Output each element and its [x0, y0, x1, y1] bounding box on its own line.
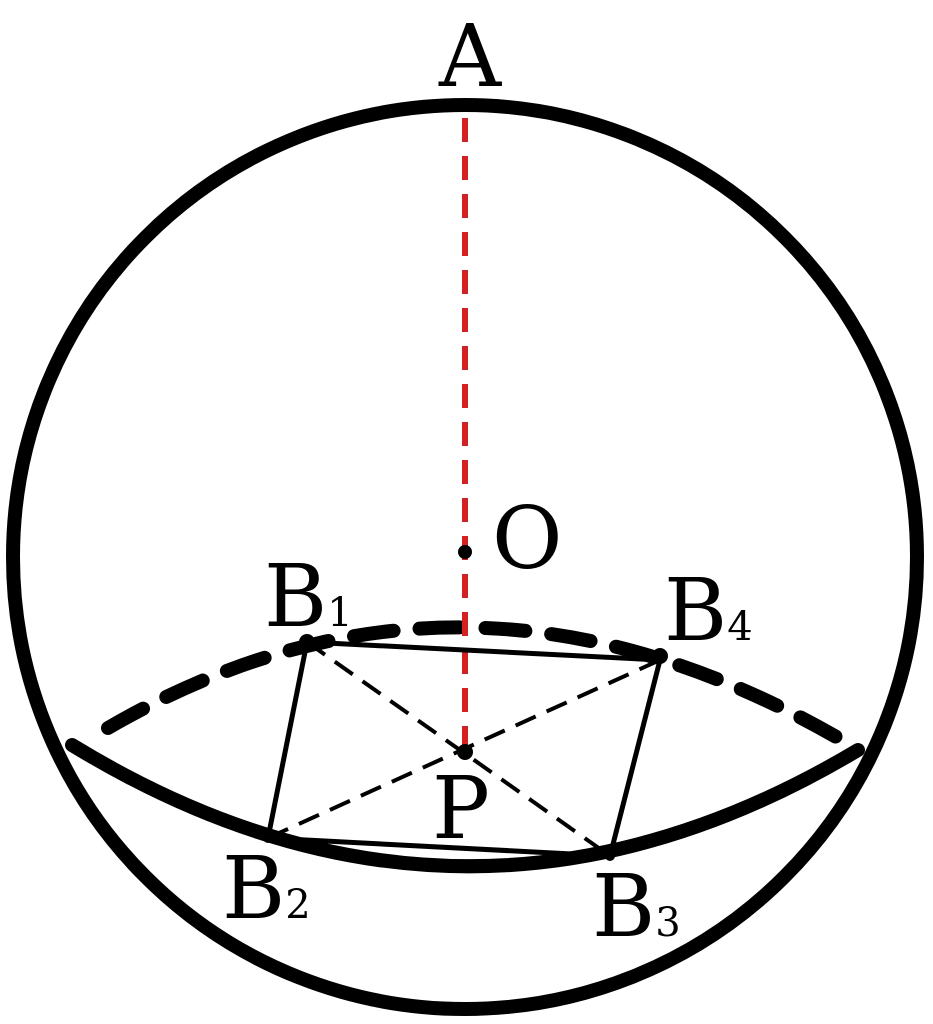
label-a: A	[438, 7, 502, 107]
label-b4-main: B	[664, 561, 727, 661]
section-circle-front	[65, 738, 865, 874]
edge-b4-b3	[607, 659, 663, 857]
point-b3	[605, 851, 615, 861]
sphere-outline	[6, 98, 924, 1016]
label-b2-sub: 2	[285, 882, 310, 928]
label-b3-main: B	[592, 857, 655, 957]
label-b2: B2	[222, 839, 311, 939]
point-p	[457, 744, 473, 760]
edge-b1-b4	[306, 639, 661, 663]
point-o	[458, 545, 472, 559]
label-b4-sub: 4	[727, 604, 752, 650]
label-b1-sub: 1	[327, 590, 352, 636]
section-circle-back-dashed	[101, 620, 852, 749]
label-b3-sub: 3	[655, 900, 680, 946]
point-b1	[299, 634, 315, 650]
label-b3: B3	[592, 857, 681, 957]
label-p: P	[432, 759, 490, 859]
edge-b1-b2	[265, 641, 310, 839]
point-b4	[652, 648, 668, 664]
label-b1-main: B	[264, 547, 327, 647]
edge-b2-b3	[267, 835, 611, 859]
label-b4: B4	[664, 561, 753, 661]
point-b2	[263, 833, 273, 843]
label-o: O	[492, 489, 563, 589]
label-b2-main: B	[222, 839, 285, 939]
label-b1: B1	[264, 547, 353, 647]
